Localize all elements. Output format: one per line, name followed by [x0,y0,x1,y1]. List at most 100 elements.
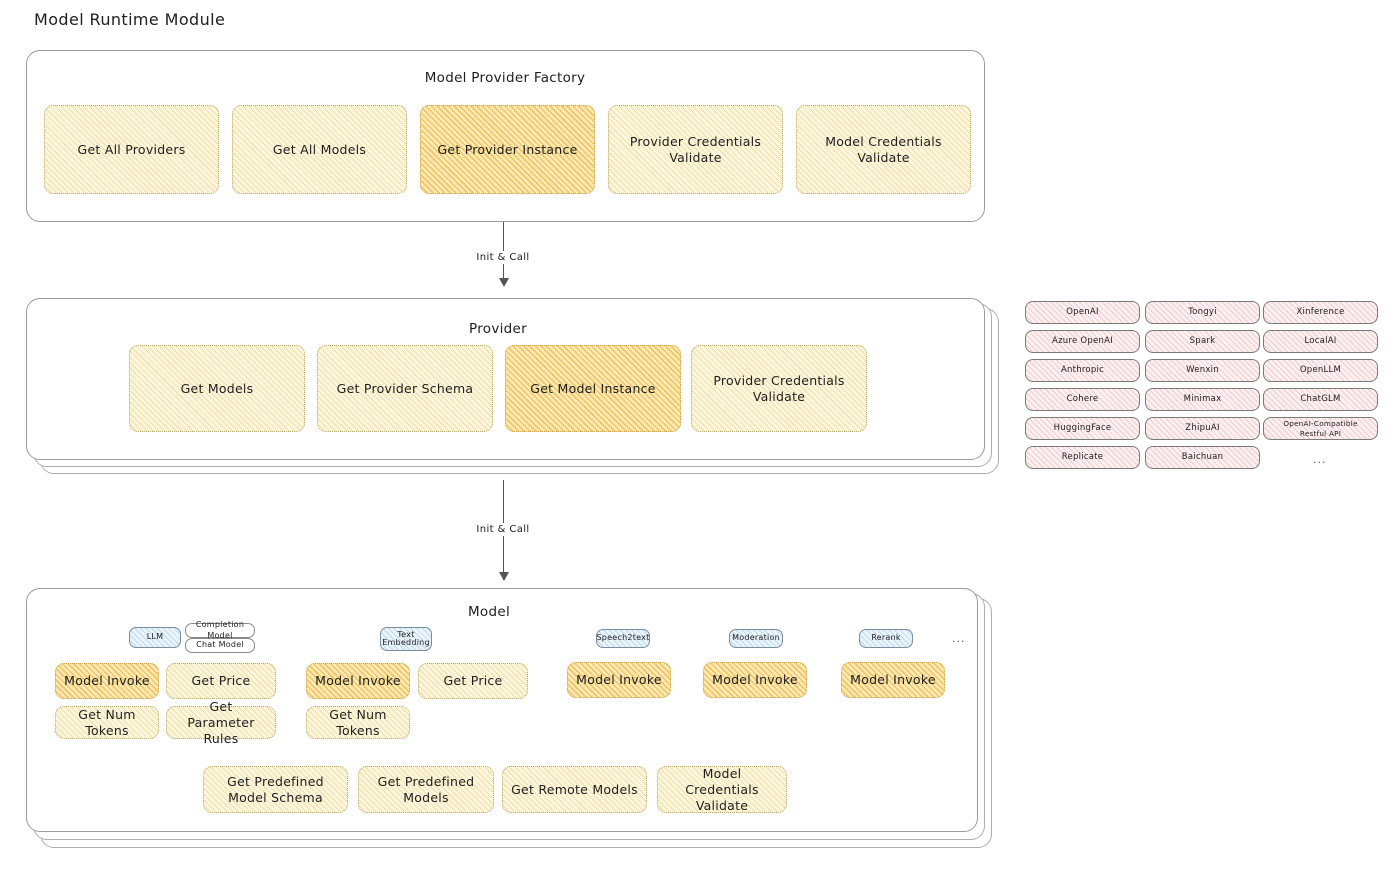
provider-chip-baichuan[interactable]: Baichuan [1145,446,1260,469]
provider-chip-cohere[interactable]: Cohere [1025,388,1140,411]
speech2text-method-model-invoke[interactable]: Model Invoke [567,662,671,698]
model-subtype-completion-model[interactable]: Completion Model [185,620,255,640]
provider-chip-minimax[interactable]: Minimax [1145,388,1260,411]
provider-node-get-provider-schema[interactable]: Get Provider Schema [317,345,493,432]
badge-label: Text Embedding [382,629,430,647]
badge-label: Chat Model [196,640,244,650]
page-title: Model Runtime Module [34,10,226,29]
provider-chip-spark[interactable]: Spark [1145,330,1260,353]
provider-chip-huggingface[interactable]: HuggingFace [1025,417,1140,440]
node-label: Get Num Tokens [78,706,136,738]
arrow-2-head [499,572,509,581]
model-subtype-chat-model[interactable]: Chat Model [185,638,255,653]
chip-label: Tongyi [1188,307,1217,318]
badge-label: Completion Model [195,620,245,640]
model-type-badge-moderation[interactable]: Moderation [729,629,783,648]
factory-title: Model Provider Factory [424,70,586,86]
text-embedding-method-get-price[interactable]: Get Price [418,663,528,699]
factory-node-model-credentials-validate[interactable]: Model Credentials Validate [796,105,971,194]
llm-method-get-parameter-rules[interactable]: Get Parameter Rules [166,699,276,746]
chip-label: OpenLLM [1299,365,1342,376]
factory-node-provider-credentials-validate[interactable]: Provider Credentials Validate [608,105,783,194]
chip-label: Baichuan [1181,452,1224,463]
chip-label: Azure OpenAI [1052,336,1113,347]
factory-node-get-all-providers[interactable]: Get All Providers [44,105,219,194]
chip-label: OpenAI [1066,307,1099,318]
node-label: Get All Models [272,141,367,157]
node-label: Get Predefined Models [377,773,475,805]
badge-label: Rerank [871,633,901,643]
chip-label: Minimax [1183,394,1222,405]
chip-label: OpenAI-Compatible Restful API [1283,419,1358,438]
badge-label: LLM [146,632,164,642]
badge-label: Moderation [732,633,780,643]
arrow-1-label: Init & Call [471,251,535,264]
factory-node-get-provider-instance[interactable]: Get Provider Instance [420,105,595,194]
chip-label: Spark [1189,336,1216,347]
llm-method-model-invoke[interactable]: Model Invoke [55,663,159,699]
node-label: Get Predefined Model Schema [227,773,324,805]
node-label: Model Invoke [315,673,401,688]
llm-method-get-num-tokens[interactable]: Get Num Tokens [55,706,159,739]
chip-label: Replicate [1061,452,1104,463]
provider-title: Provider [469,321,527,337]
provider-chip-zhipuai[interactable]: ZhipuAI [1145,417,1260,440]
provider-node-get-models[interactable]: Get Models [129,345,305,432]
model-type-badge-rerank[interactable]: Rerank [859,629,913,648]
node-label: Model Invoke [64,673,150,688]
chip-label: Cohere [1066,394,1099,405]
text-embedding-method-model-invoke[interactable]: Model Invoke [306,663,410,699]
model-type-badge-text-embedding[interactable]: Text Embedding [380,627,432,651]
factory-node-get-all-models[interactable]: Get All Models [232,105,407,194]
provider-chip-wenxin[interactable]: Wenxin [1145,359,1260,382]
node-label: Provider Credentials Validate [713,372,845,404]
model-common-get-predefined-models[interactable]: Get Predefined Models [358,766,494,813]
model-title: Model [467,604,511,620]
model-type-badge-speech2text[interactable]: Speech2text [596,629,650,648]
provider-chip-openai-compatible-restful-api[interactable]: OpenAI-Compatible Restful API [1263,417,1378,440]
provider-node-provider-credentials-validate[interactable]: Provider Credentials Validate [691,345,867,432]
model-common-model-credentials-validate[interactable]: Model Credentials Validate [657,766,787,813]
node-label: Provider Credentials Validate [629,133,762,165]
text-embedding-method-get-num-tokens[interactable]: Get Num Tokens [306,706,410,739]
provider-chip-azure-openai[interactable]: Azure OpenAI [1025,330,1140,353]
model-type-badge-llm[interactable]: LLM [129,627,181,648]
moderation-method-model-invoke[interactable]: Model Invoke [703,662,807,698]
arrow-1-head [499,278,509,287]
node-label: Get Price [191,673,251,688]
provider-node-get-model-instance[interactable]: Get Model Instance [505,345,681,432]
provider-chip-replicate[interactable]: Replicate [1025,446,1140,469]
chip-label: LocalAI [1304,336,1337,347]
llm-method-get-price[interactable]: Get Price [166,663,276,699]
provider-chip-openai[interactable]: OpenAI [1025,301,1140,324]
badge-label: Speech2text [596,633,650,643]
provider-chip-xinference[interactable]: Xinference [1263,301,1378,324]
chip-label: Xinference [1296,307,1345,318]
node-label: Get Remote Models [511,781,638,797]
node-label: Get Model Instance [530,380,656,396]
node-label: Get Provider Schema [336,380,474,396]
node-label: Get Price [443,673,503,688]
provider-chip-openllm[interactable]: OpenLLM [1263,359,1378,382]
chip-label: Wenxin [1186,365,1219,376]
node-label: Model Invoke [576,672,662,687]
chip-label: ZhipuAI [1185,423,1220,434]
chip-label: HuggingFace [1053,423,1112,434]
provider-list-more: ... [1313,453,1327,466]
node-label: Model Credentials Validate [685,765,759,813]
provider-chip-anthropic[interactable]: Anthropic [1025,359,1140,382]
chip-label: ChatGLM [1300,394,1341,405]
node-label: Model Invoke [850,672,936,687]
provider-chip-chatglm[interactable]: ChatGLM [1263,388,1378,411]
rerank-method-model-invoke[interactable]: Model Invoke [841,662,945,698]
node-label: Get Num Tokens [329,706,387,738]
provider-chip-tongyi[interactable]: Tongyi [1145,301,1260,324]
node-label: Get Models [180,380,254,396]
node-label: Get All Providers [77,141,186,157]
node-label: Get Provider Instance [437,141,578,157]
provider-chip-localai[interactable]: LocalAI [1263,330,1378,353]
model-common-get-predefined-model-schema[interactable]: Get Predefined Model Schema [203,766,348,813]
model-types-more: ... [952,632,966,645]
model-common-get-remote-models[interactable]: Get Remote Models [502,766,647,813]
